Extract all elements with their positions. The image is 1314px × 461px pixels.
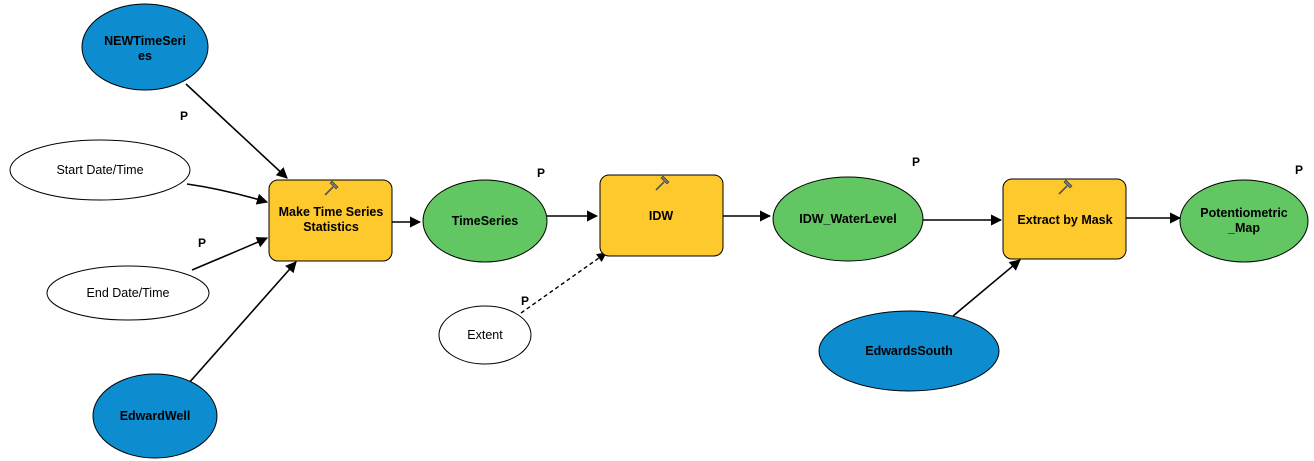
edge-edwardwell-to-make-stats: [187, 261, 297, 385]
input-data-ellipse: [92, 373, 218, 459]
derived-data-ellipse: [772, 176, 924, 262]
node-label-line2: _Map: [1227, 221, 1260, 235]
parameter-mark: P: [537, 166, 545, 180]
node-label: TimeSeries: [452, 214, 519, 228]
node-edwardwell[interactable]: EdwardWell: [92, 373, 218, 459]
variable-ellipse: [438, 305, 532, 365]
node-label-line2: Statistics: [303, 220, 359, 234]
parameter-mark: P: [521, 294, 529, 308]
tool-box: [599, 174, 724, 257]
node-label: EdwardsSouth: [865, 344, 953, 358]
derived-data-ellipse: [422, 179, 548, 263]
node-edwardssouth[interactable]: EdwardsSouth: [818, 310, 1000, 392]
parameter-mark: P: [1295, 163, 1303, 177]
node-extent[interactable]: Extent: [438, 305, 532, 365]
node-start-date-time[interactable]: Start Date/Time: [9, 139, 191, 201]
node-timeseries[interactable]: TimeSeries: [422, 179, 548, 263]
node-label: Extent: [467, 328, 503, 342]
variable-ellipse: [9, 139, 191, 201]
edge-enddate-to-make-stats: [191, 237, 269, 271]
node-label-line1: NEWTimeSeri: [104, 34, 186, 48]
edge-newtimeseries-to-make-stats: [185, 83, 288, 179]
node-potentiometric-map[interactable]: Potentiometric _Map: [1179, 179, 1309, 263]
input-data-ellipse: [818, 310, 1000, 392]
derived-data-ellipse: [1179, 179, 1309, 263]
node-end-date-time[interactable]: End Date/Time: [46, 265, 210, 321]
node-newtimeseries[interactable]: NEWTimeSeri es: [81, 3, 209, 91]
variable-ellipse: [46, 265, 210, 321]
node-label: Extract by Mask: [1017, 213, 1112, 227]
parameter-mark: P: [912, 155, 920, 169]
node-label-line1: Make Time Series: [279, 205, 384, 219]
node-idw-waterlevel[interactable]: IDW_WaterLevel: [772, 176, 924, 262]
node-label-line1: Potentiometric: [1200, 206, 1288, 220]
edge-edwardssouth-to-extract: [952, 259, 1021, 317]
node-make-time-series-statistics[interactable]: Make Time Series Statistics: [268, 179, 393, 262]
node-idw[interactable]: IDW: [599, 174, 724, 257]
node-label: EdwardWell: [120, 409, 191, 423]
parameter-mark: P: [180, 109, 188, 123]
node-label-line2: es: [138, 49, 152, 63]
node-label: IDW: [649, 209, 674, 223]
node-label: End Date/Time: [87, 286, 170, 300]
parameter-mark: P: [198, 236, 206, 250]
input-data-ellipse: [81, 3, 209, 91]
node-label: IDW_WaterLevel: [799, 212, 896, 226]
edge-startdate-to-make-stats: [186, 183, 269, 205]
node-extract-by-mask[interactable]: Extract by Mask: [1002, 178, 1127, 260]
connectors: [185, 83, 1182, 385]
node-label: Start Date/Time: [56, 163, 143, 177]
edge-extent-to-idw: [520, 252, 607, 314]
tool-box: [268, 179, 393, 262]
tool-box: [1002, 178, 1127, 260]
